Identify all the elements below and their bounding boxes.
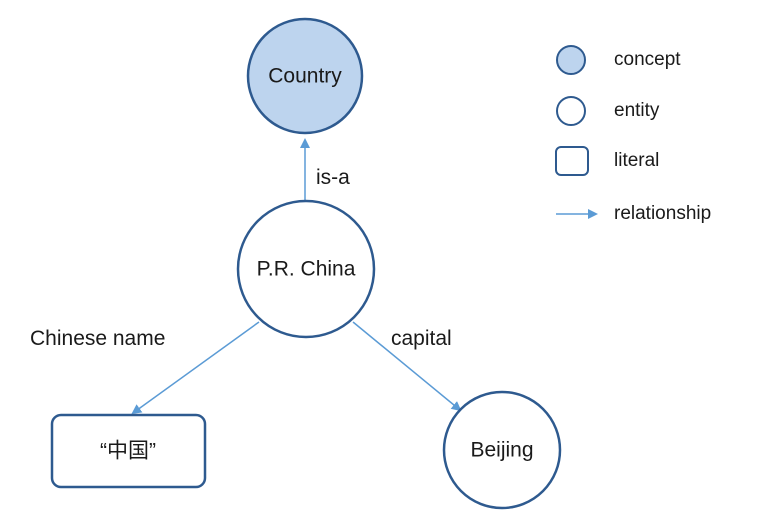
node-beijing: Beijing (442, 390, 562, 510)
node-beijing-label: Beijing (470, 439, 533, 462)
edge-chinese-name (131, 321, 260, 415)
node-china-label: P.R. China (257, 258, 356, 281)
edge-capital-label: capital (391, 327, 452, 350)
legend-relationship: relationship (556, 203, 711, 224)
legend-relationship-label: relationship (614, 203, 711, 224)
legend-literal: literal (555, 146, 659, 176)
legend-literal-label: literal (614, 150, 659, 171)
legend-entity: entity (556, 96, 660, 126)
node-country: Country (246, 17, 364, 135)
legend: concept entity literal relationship (555, 45, 711, 224)
edge-chinese-name-label: Chinese name (30, 327, 165, 350)
legend-concept: concept (556, 45, 681, 75)
edge-capital (352, 321, 462, 412)
legend-concept-label: concept (614, 49, 681, 70)
node-chinese-literal: “中国” (50, 413, 207, 489)
edge-is-a-label: is-a (316, 166, 350, 189)
node-china: P.R. China (236, 199, 376, 339)
legend-entity-label: entity (614, 100, 660, 121)
node-chinese-literal-label: “中国” (100, 440, 156, 463)
node-country-label: Country (268, 65, 342, 88)
